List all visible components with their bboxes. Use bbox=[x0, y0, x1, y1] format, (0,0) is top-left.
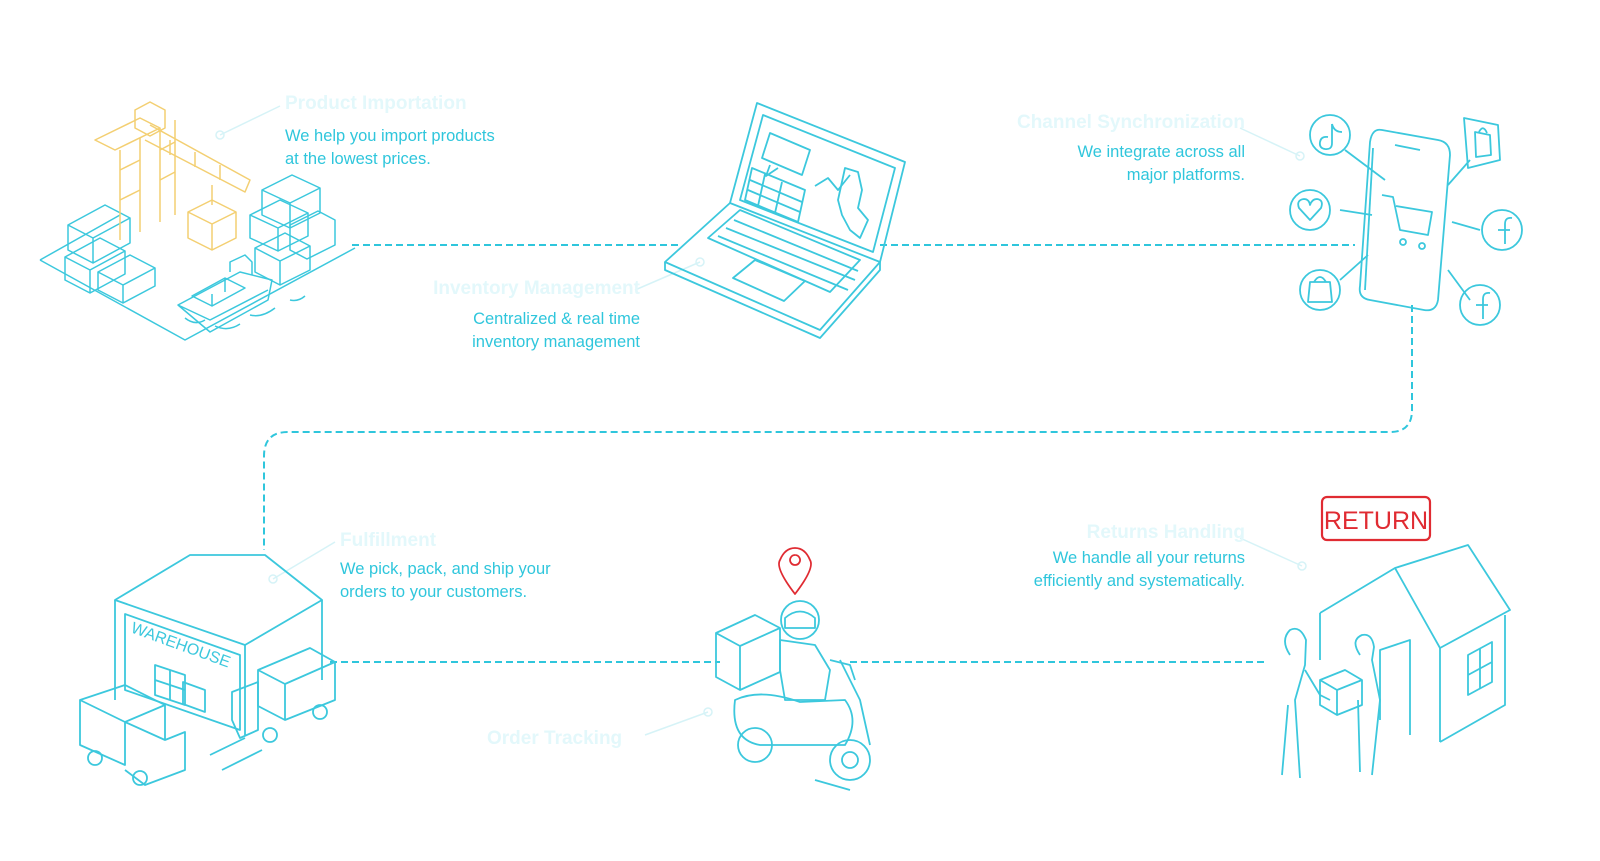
step-desc-line1: We help you import products bbox=[285, 127, 495, 145]
location-pin-icon bbox=[778, 547, 812, 595]
step-desc-line1: Centralized & real time bbox=[473, 310, 640, 328]
step-title: Order Tracking bbox=[487, 728, 623, 749]
connector-path bbox=[263, 244, 1413, 663]
step-returns-handling: Returns Handling We handle all your retu… bbox=[1034, 522, 1245, 593]
step-desc-line2: efficiently and systematically. bbox=[1033, 572, 1245, 590]
warehouse-trucks-icon: WAREHOUSE bbox=[79, 554, 336, 786]
delivery-scooter-icon bbox=[715, 547, 871, 791]
step-desc-line1: We integrate across all bbox=[1077, 143, 1245, 161]
step-title: Returns Handling bbox=[1086, 522, 1245, 543]
platform-links bbox=[1339, 149, 1481, 301]
phone-cart-icon bbox=[1289, 114, 1523, 326]
heart-icon bbox=[1289, 189, 1331, 231]
step-desc-line1: We handle all your returns bbox=[1052, 549, 1245, 567]
step-product-importation: Product Importation We help you import p… bbox=[285, 93, 495, 171]
step-title: Fulfillment bbox=[340, 530, 437, 551]
warehouse-sign: WAREHOUSE bbox=[129, 620, 233, 672]
facebook-icon bbox=[1459, 284, 1501, 326]
return-sign-box bbox=[1320, 495, 1432, 542]
step-order-tracking: Order Tracking bbox=[487, 728, 622, 750]
return-sign: RETURN bbox=[1324, 507, 1428, 535]
step-desc-line2: inventory management bbox=[472, 333, 640, 351]
laptop-dashboard-icon bbox=[664, 102, 906, 339]
step-desc-line2: at the lowest prices. bbox=[285, 150, 431, 168]
step-title: Inventory Management bbox=[433, 278, 640, 299]
house-handover-icon: RETURN bbox=[1281, 495, 1511, 779]
step-desc-line2: orders to your customers. bbox=[340, 583, 528, 601]
step-title: Product Importation bbox=[285, 93, 467, 114]
step-fulfillment: Fulfillment We pick, pack, and ship your… bbox=[340, 530, 551, 604]
port-crane-containers-icon bbox=[39, 101, 356, 341]
leader-lines bbox=[215, 105, 1307, 736]
shop-bag-icon bbox=[1463, 117, 1501, 169]
facebook-icon bbox=[1481, 209, 1523, 251]
step-desc-line2: major platforms. bbox=[1126, 166, 1245, 184]
step-channel-synchronization: Channel Synchronization We integrate acr… bbox=[1017, 112, 1245, 187]
step-desc-line1: We pick, pack, and ship your bbox=[340, 560, 551, 578]
step-title: Channel Synchronization bbox=[1016, 112, 1245, 133]
shopee-icon bbox=[1299, 269, 1341, 311]
tiktok-icon bbox=[1309, 114, 1351, 156]
step-inventory-management: Inventory Management Centralized & real … bbox=[433, 278, 640, 354]
